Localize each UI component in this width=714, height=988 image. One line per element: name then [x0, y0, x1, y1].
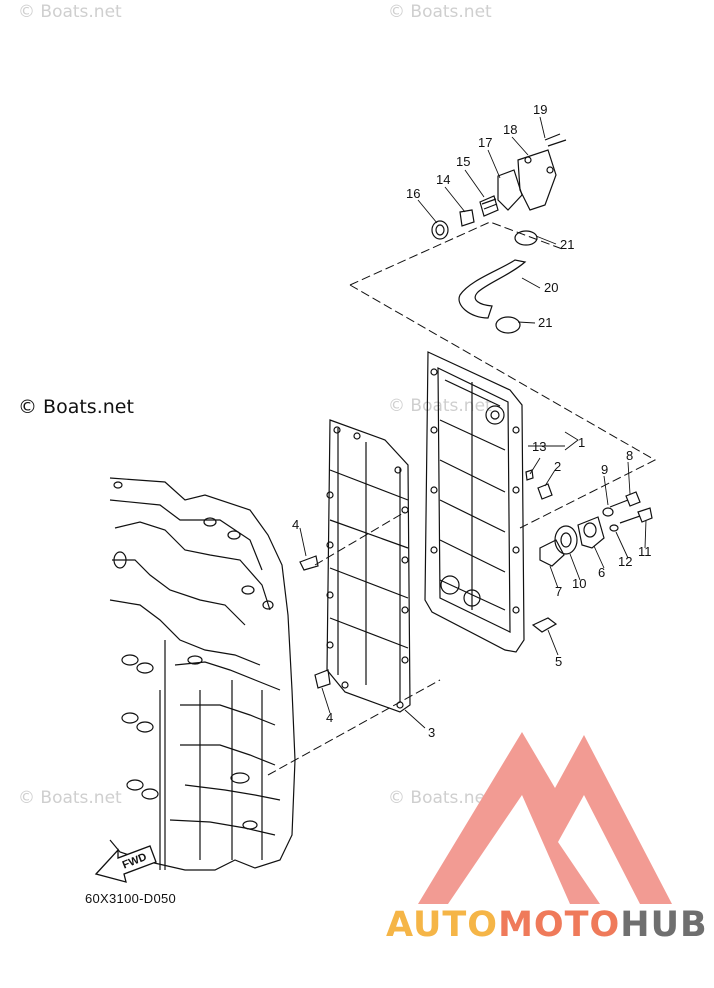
callout-18: 18 — [503, 122, 517, 137]
callout-21-upper: 21 — [560, 237, 574, 252]
callout-16: 16 — [406, 186, 420, 201]
brand-wordmark: AUTOMOTOHUB — [386, 905, 708, 945]
callout-5: 5 — [555, 654, 562, 669]
exhaust-cover — [424, 351, 525, 653]
small-fittings — [299, 469, 653, 689]
brand-part-moto: MOTO — [498, 905, 621, 945]
callout-4-lower: 4 — [326, 710, 333, 725]
watermark-mid-left: © Boats.net — [18, 396, 134, 418]
watermark-bottom-center: © Boats.net — [388, 788, 492, 808]
callout-21-lower: 21 — [538, 315, 552, 330]
exhaust-cover-gasket — [326, 419, 411, 713]
callout-7: 7 — [555, 584, 562, 599]
callout-9: 9 — [601, 462, 608, 477]
watermark-top-left: © Boats.net — [18, 2, 122, 22]
assembly-guide-lines — [267, 221, 657, 776]
callout-17: 17 — [478, 135, 492, 150]
callout-3: 3 — [428, 725, 435, 740]
brand-part-auto: AUTO — [386, 905, 499, 945]
callout-1: 1 — [578, 435, 585, 450]
callout-2: 2 — [554, 459, 561, 474]
diagram-code: 60X3100-D050 — [85, 891, 177, 906]
callout-15: 15 — [456, 154, 470, 169]
callout-11: 11 — [638, 544, 652, 559]
brand-part-hub: HUB — [620, 905, 708, 945]
callout-4-upper: 4 — [292, 517, 299, 532]
watermark-bottom-left: © Boats.net — [18, 788, 122, 808]
callout-13: 13 — [532, 439, 546, 454]
callout-numbers: 19 18 17 15 14 16 21 20 21 1 13 2 9 8 11… — [292, 102, 652, 740]
engine-block — [109, 477, 296, 871]
watermark-top-center: © Boats.net — [388, 2, 492, 22]
callout-6: 6 — [598, 565, 605, 580]
callout-8: 8 — [626, 448, 633, 463]
watermark-mid-center: © Boats.net — [388, 396, 492, 416]
callout-12: 12 — [618, 554, 632, 569]
fwd-arrow-icon: FWD — [94, 845, 157, 883]
callout-14: 14 — [436, 172, 450, 187]
callout-20: 20 — [544, 280, 558, 295]
callout-19: 19 — [533, 102, 547, 117]
callout-10: 10 — [572, 576, 586, 591]
thermostat-assembly — [431, 133, 567, 334]
automotohub-logo-icon — [418, 732, 672, 904]
leader-lines — [299, 116, 647, 729]
